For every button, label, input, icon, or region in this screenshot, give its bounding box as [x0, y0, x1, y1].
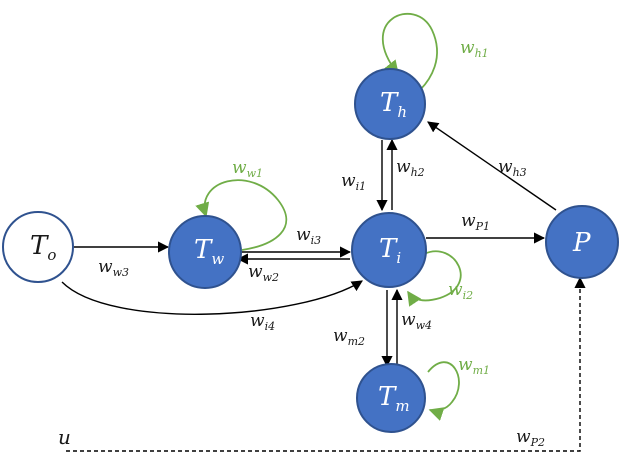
- node-tm[interactable]: Tm: [356, 363, 426, 433]
- node-tm-base: T: [378, 382, 397, 412]
- self-loop-ti: [407, 250, 462, 307]
- svg-text:P: P: [572, 228, 591, 258]
- label-ww1: ww1: [232, 158, 263, 180]
- node-ti-base: T: [379, 234, 398, 264]
- node-th-base: T: [380, 88, 399, 118]
- self-loops: [195, 13, 462, 421]
- node-p-base: P: [572, 228, 591, 258]
- node-p[interactable]: P: [545, 205, 619, 279]
- svg-text:To: To: [30, 231, 56, 264]
- self-loop-th: [382, 13, 438, 91]
- edge-p-th: [427, 121, 557, 211]
- node-ti[interactable]: Ti: [351, 212, 427, 288]
- label-wp2: wP2: [516, 427, 545, 449]
- edge-u-p-dashed: [66, 276, 586, 452]
- svg-text:Tm: Tm: [378, 382, 410, 415]
- label-wi3: wi3: [296, 225, 321, 247]
- label-ww2: ww2: [248, 262, 279, 284]
- svg-text:Tw: Tw: [194, 235, 224, 268]
- node-tw-base: T: [194, 235, 213, 265]
- label-wi1: wi1: [341, 171, 366, 193]
- label-ww3: ww3: [98, 257, 129, 279]
- label-wi4: wi4: [250, 311, 275, 333]
- label-wp1: wP1: [461, 211, 490, 233]
- node-to[interactable]: To: [2, 211, 74, 283]
- node-ti-sub: i: [396, 249, 401, 267]
- svg-text:Ti: Ti: [379, 234, 401, 267]
- node-to-base: T: [30, 231, 49, 261]
- label-wh3: wh3: [498, 157, 527, 179]
- label-wm1: wm1: [458, 355, 490, 377]
- node-tw[interactable]: Tw: [168, 215, 242, 289]
- label-wh2: wh2: [396, 157, 425, 179]
- svg-text:Th: Th: [380, 88, 407, 121]
- edge-to-ti-curve: [61, 280, 363, 315]
- input-u-label: u: [58, 425, 71, 449]
- node-th[interactable]: Th: [354, 68, 426, 140]
- node-to-sub: o: [47, 246, 56, 264]
- label-wh1: wh1: [460, 38, 489, 60]
- label-wm2: wm2: [333, 326, 365, 348]
- node-tm-sub: m: [395, 397, 409, 415]
- node-th-sub: h: [397, 103, 407, 121]
- label-ww4: ww4: [401, 310, 432, 332]
- label-wi2: wi2: [448, 280, 473, 302]
- edges: [61, 121, 586, 452]
- self-loop-tw: [195, 179, 288, 251]
- self-loop-tm: [427, 361, 460, 421]
- node-tw-sub: w: [211, 250, 224, 268]
